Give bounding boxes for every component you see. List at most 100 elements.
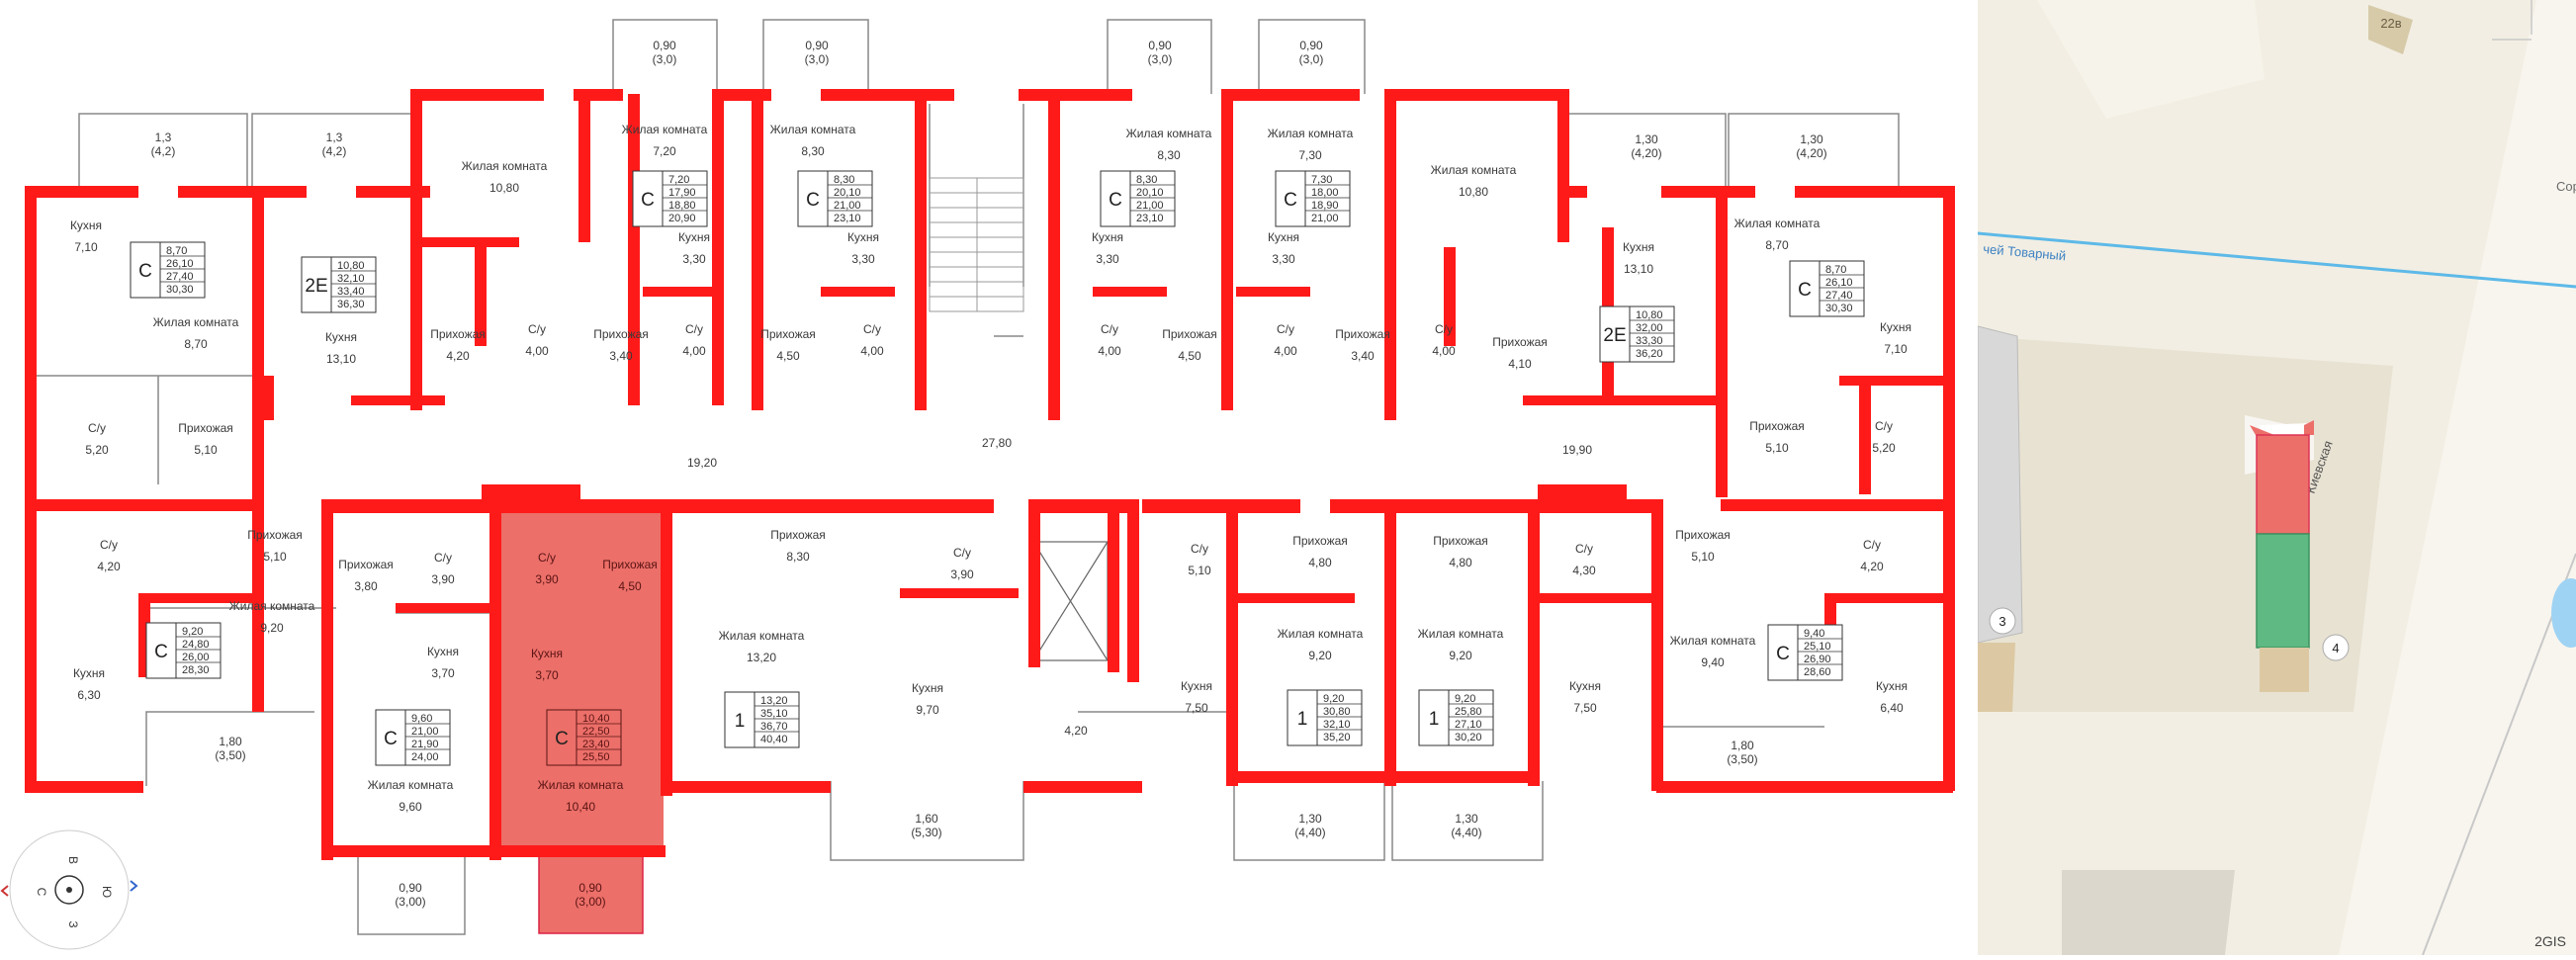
apartment-card-frame (1100, 170, 1176, 227)
room-label: С/у (538, 551, 556, 565)
apartment-type: С (1798, 280, 1812, 301)
apartment-card-frame (1275, 170, 1351, 227)
room-label: 5,20 (1872, 441, 1896, 455)
marker-4[interactable] (2322, 634, 2350, 661)
selected-apartment[interactable] (497, 504, 664, 855)
room-label: 13,20 (747, 651, 776, 664)
room-label: 4,20 (1860, 560, 1884, 573)
room-label: 3,30 (1272, 252, 1295, 266)
room-label: 4,20 (97, 560, 121, 573)
compass-north: С (35, 888, 48, 897)
room-label: Жилая комната (153, 315, 239, 329)
apartment-area: 36,20 (1636, 348, 1663, 360)
apartment-area: 8,30 (834, 174, 854, 186)
apartment-area: 18,90 (1311, 200, 1339, 212)
room-label: 3,40 (609, 349, 633, 363)
building-selected-section[interactable] (2256, 434, 2310, 535)
balcony-label: 1,30 (1298, 812, 1322, 826)
apartment-area: 8,30 (1136, 174, 1157, 186)
apartment-area: 30,30 (166, 284, 194, 296)
balcony-label: 0,90 (399, 881, 422, 895)
compass[interactable]: В С Ю З (0, 829, 138, 950)
room-label: 7,30 (1298, 148, 1322, 162)
apartment-area: 9,20 (1323, 693, 1344, 705)
apartment-area: 27,10 (1455, 719, 1482, 731)
room-label: Кухня (1268, 230, 1299, 244)
apartment-area: 40,40 (760, 734, 788, 745)
room-label: Жилая комната (368, 778, 454, 792)
room-label: Кухня (531, 647, 563, 660)
apartment-type: С (1109, 190, 1122, 211)
balcony-label: 1,30 (1455, 812, 1478, 826)
room-label: 8,70 (1765, 238, 1789, 252)
room-label: С/у (953, 546, 971, 560)
apartment-area: 23,40 (582, 739, 610, 750)
apartment-area: 30,80 (1323, 706, 1351, 718)
room-label: 7,50 (1185, 701, 1208, 715)
apartment-card-frame (546, 709, 622, 766)
room-label: Прихожая (602, 558, 658, 571)
room-label: 4,00 (525, 344, 549, 358)
room-label: 9,20 (1308, 649, 1332, 662)
rotate-left-icon[interactable] (0, 885, 9, 897)
rotate-right-icon[interactable] (130, 880, 138, 892)
room-label: 7,10 (1884, 342, 1908, 356)
room-label: Кухня (1181, 679, 1212, 693)
apartment-area: 8,70 (166, 245, 187, 257)
street-sort: Сорт (2556, 179, 2576, 194)
apartment-area: 24,00 (411, 751, 439, 763)
room-label: Прихожая (770, 528, 826, 542)
location-map[interactable]: чей Товарный Киевская 22в 3 4 Сорт 2GIS (1978, 0, 2576, 955)
apartment-card-frame (1789, 260, 1865, 317)
apartment-card-frame (145, 622, 222, 679)
apartment-card-frame (632, 170, 708, 227)
room-label: 27,80 (982, 436, 1012, 450)
outer-walls (25, 89, 1955, 860)
balcony-label: 1,30 (1800, 132, 1823, 146)
balcony-label: (3,0) (1299, 52, 1324, 66)
room-label: С/у (1875, 419, 1893, 433)
apartment-area: 13,20 (760, 695, 788, 707)
room-label: 13,10 (326, 352, 356, 366)
room-label: Кухня (1876, 679, 1908, 693)
apartment-area: 36,70 (760, 721, 788, 733)
apartment-area: 35,20 (1323, 732, 1351, 743)
balcony-label: 1,80 (219, 735, 242, 748)
room-label: 4,20 (1064, 724, 1088, 738)
room-label: 10,40 (566, 800, 595, 814)
room-label: Прихожая (430, 327, 486, 341)
apartment-area: 25,10 (1804, 641, 1831, 653)
room-label: Кухня (1569, 679, 1601, 693)
apartment-type: С (1776, 644, 1790, 664)
balcony-label: 1,3 (155, 131, 172, 144)
balcony-label: (4,2) (151, 144, 176, 158)
balcony-labels: 1,3(4,2)1,3(4,2)0,90(3,0)0,90(3,0)0,90(3… (151, 39, 1827, 909)
apartment-area: 22,50 (582, 726, 610, 738)
room-label: 9,20 (1449, 649, 1472, 662)
apartment-area: 30,30 (1825, 303, 1853, 314)
selected-balcony[interactable] (538, 851, 644, 934)
apartment-area: 26,00 (182, 652, 210, 663)
apartment-type: С (641, 190, 655, 211)
room-label: Кухня (325, 330, 357, 344)
apartment-area: 20,10 (1136, 187, 1164, 199)
building-other-section[interactable] (2256, 533, 2310, 649)
apartment-type: 1 (1297, 709, 1308, 730)
marker-3[interactable] (1989, 607, 2016, 635)
